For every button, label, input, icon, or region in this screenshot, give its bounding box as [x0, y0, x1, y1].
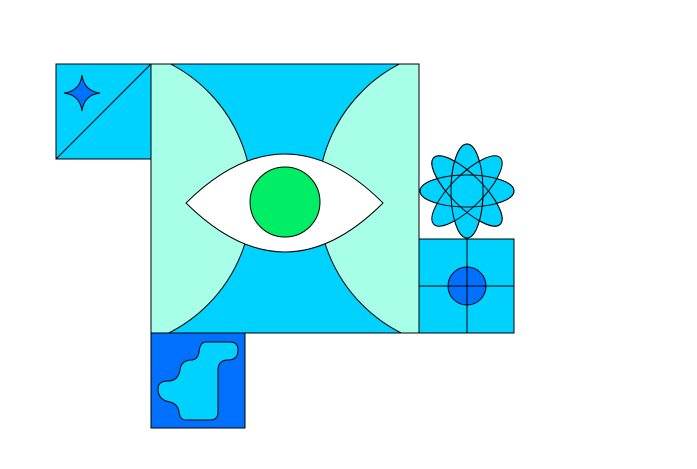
flower-icon	[419, 143, 515, 239]
blob-shape	[157, 341, 239, 421]
blob-tile	[150, 332, 246, 429]
diagonal-line	[55, 63, 152, 160]
eye-tile	[150, 63, 420, 334]
pupil	[249, 166, 321, 238]
star-icon	[63, 74, 101, 112]
target-tile	[418, 238, 515, 334]
star-tile	[55, 63, 152, 160]
